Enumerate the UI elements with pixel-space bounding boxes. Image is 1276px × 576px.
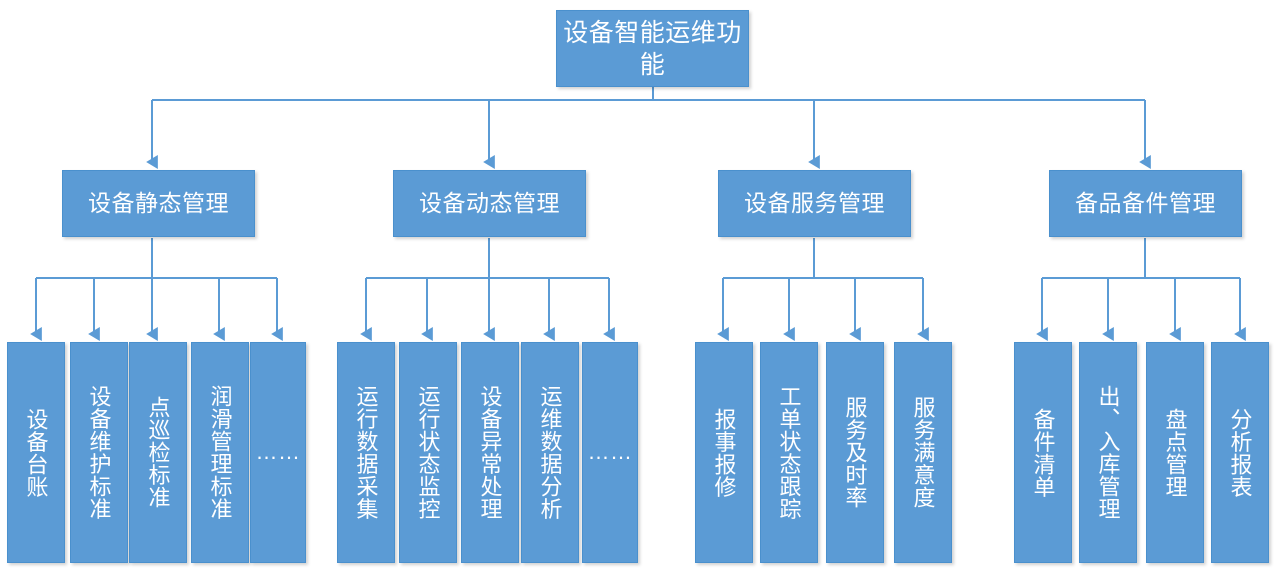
branch-node-1-label: 设备静态管理 xyxy=(88,189,229,216)
branch-node-4[interactable]: 备品备件管理 xyxy=(1049,170,1242,237)
branch-node-1[interactable]: 设备静态管理 xyxy=(62,170,255,237)
leaf-node-4-2-label: 出、入库管理 xyxy=(1095,385,1121,520)
leaf-node-1-2-label: 设备维护标准 xyxy=(86,385,112,520)
branch-node-4-label: 备品备件管理 xyxy=(1075,189,1216,216)
leaf-node-4-3-label: 盘点管理 xyxy=(1162,407,1188,498)
leaf-node-2-1[interactable]: 运行数据采集 xyxy=(337,342,395,563)
leaf-node-3-1[interactable]: 报事报修 xyxy=(695,342,753,563)
leaf-node-1-2[interactable]: 设备维护标准 xyxy=(70,342,128,563)
leaf-node-4-4-label: 分析报表 xyxy=(1227,407,1253,498)
leaf-node-4-3[interactable]: 盘点管理 xyxy=(1146,342,1204,563)
leaf-node-4-2[interactable]: 出、入库管理 xyxy=(1079,342,1137,563)
leaf-node-3-3-label: 服务及时率 xyxy=(842,396,868,509)
leaf-node-1-3-label: 点巡检标准 xyxy=(145,396,171,509)
leaf-node-2-5-label: …… xyxy=(587,439,633,465)
leaf-node-3-4[interactable]: 服务满意度 xyxy=(894,342,952,563)
leaf-node-3-1-label: 报事报修 xyxy=(711,407,737,498)
leaf-node-2-1-label: 运行数据采集 xyxy=(353,385,379,520)
branch-node-3[interactable]: 设备服务管理 xyxy=(718,170,911,237)
leaf-node-2-3[interactable]: 设备异常处理 xyxy=(461,342,519,563)
branch-node-2-label: 设备动态管理 xyxy=(419,189,560,216)
leaf-node-1-1-label: 设备台账 xyxy=(23,407,49,498)
root-node-label: 设备智能运维功能 xyxy=(563,18,742,79)
leaf-node-4-4[interactable]: 分析报表 xyxy=(1211,342,1269,563)
leaf-node-2-3-label: 设备异常处理 xyxy=(477,385,503,520)
leaf-node-1-5[interactable]: …… xyxy=(250,342,306,563)
leaf-node-3-3[interactable]: 服务及时率 xyxy=(826,342,884,563)
leaf-node-2-4-label: 运维数据分析 xyxy=(537,385,563,520)
leaf-node-1-1[interactable]: 设备台账 xyxy=(7,342,65,563)
leaf-node-1-3[interactable]: 点巡检标准 xyxy=(129,342,187,563)
root-node[interactable]: 设备智能运维功能 xyxy=(556,10,749,87)
leaf-node-3-2[interactable]: 工单状态跟踪 xyxy=(760,342,818,563)
leaf-node-4-1[interactable]: 备件清单 xyxy=(1014,342,1072,563)
leaf-node-2-5[interactable]: …… xyxy=(582,342,638,563)
leaf-node-3-2-label: 工单状态跟踪 xyxy=(776,385,802,520)
leaf-node-4-1-label: 备件清单 xyxy=(1030,407,1056,498)
leaf-node-1-4[interactable]: 润滑管理标准 xyxy=(191,342,249,563)
leaf-node-3-4-label: 服务满意度 xyxy=(910,396,936,509)
leaf-node-1-5-label: …… xyxy=(255,439,301,465)
leaf-node-2-2-label: 运行状态监控 xyxy=(415,385,441,520)
leaf-node-2-2[interactable]: 运行状态监控 xyxy=(399,342,457,563)
branch-node-2[interactable]: 设备动态管理 xyxy=(393,170,586,237)
branch-node-3-label: 设备服务管理 xyxy=(744,189,885,216)
leaf-node-2-4[interactable]: 运维数据分析 xyxy=(521,342,579,563)
leaf-node-1-4-label: 润滑管理标准 xyxy=(207,385,233,520)
